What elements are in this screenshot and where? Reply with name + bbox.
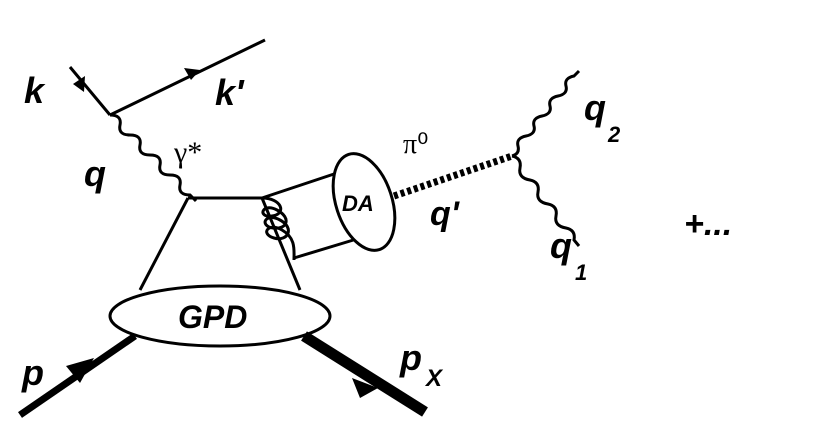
label-q: q	[84, 153, 106, 194]
label-q2: q	[584, 87, 606, 128]
gpd-blob	[108, 284, 332, 348]
gpd-label: GPD	[178, 299, 247, 335]
electron-in-arrow	[73, 76, 85, 92]
label-k-prime: k'	[215, 72, 245, 113]
label-plus-more: +...	[684, 205, 732, 243]
label-q1-subscript: 1	[575, 260, 587, 285]
electron-out-arrow	[184, 68, 200, 80]
electron-in-line	[68, 66, 112, 116]
label-px-subscript: X	[424, 365, 444, 392]
meson-line-bottom	[293, 236, 361, 260]
proton-in-arrow	[66, 358, 94, 383]
pion-line	[392, 152, 514, 200]
virtual-photon-line	[109, 113, 198, 203]
label-q-prime: q'	[430, 195, 461, 233]
label-px: p	[399, 337, 422, 378]
electron-out-line	[109, 38, 266, 117]
label-pi0: π⁰	[403, 129, 428, 160]
decay-photon-q1	[511, 154, 581, 247]
da-label: DA	[342, 191, 374, 216]
decay-photon-q2	[511, 69, 581, 158]
gpd-leg-right	[260, 197, 302, 291]
hadrons-out-line	[301, 331, 428, 417]
label-p: p	[21, 352, 44, 393]
label-gamma-star: γ*	[173, 136, 202, 169]
label-q2-subscript: 2	[607, 122, 621, 147]
meson-line-top	[261, 170, 341, 200]
gpd-leg-left	[138, 197, 190, 291]
hadrons-out-arrow	[352, 378, 378, 398]
gluon-line	[261, 196, 296, 261]
da-blob	[331, 152, 397, 252]
label-q1: q	[550, 225, 572, 266]
label-k: k	[24, 70, 46, 111]
